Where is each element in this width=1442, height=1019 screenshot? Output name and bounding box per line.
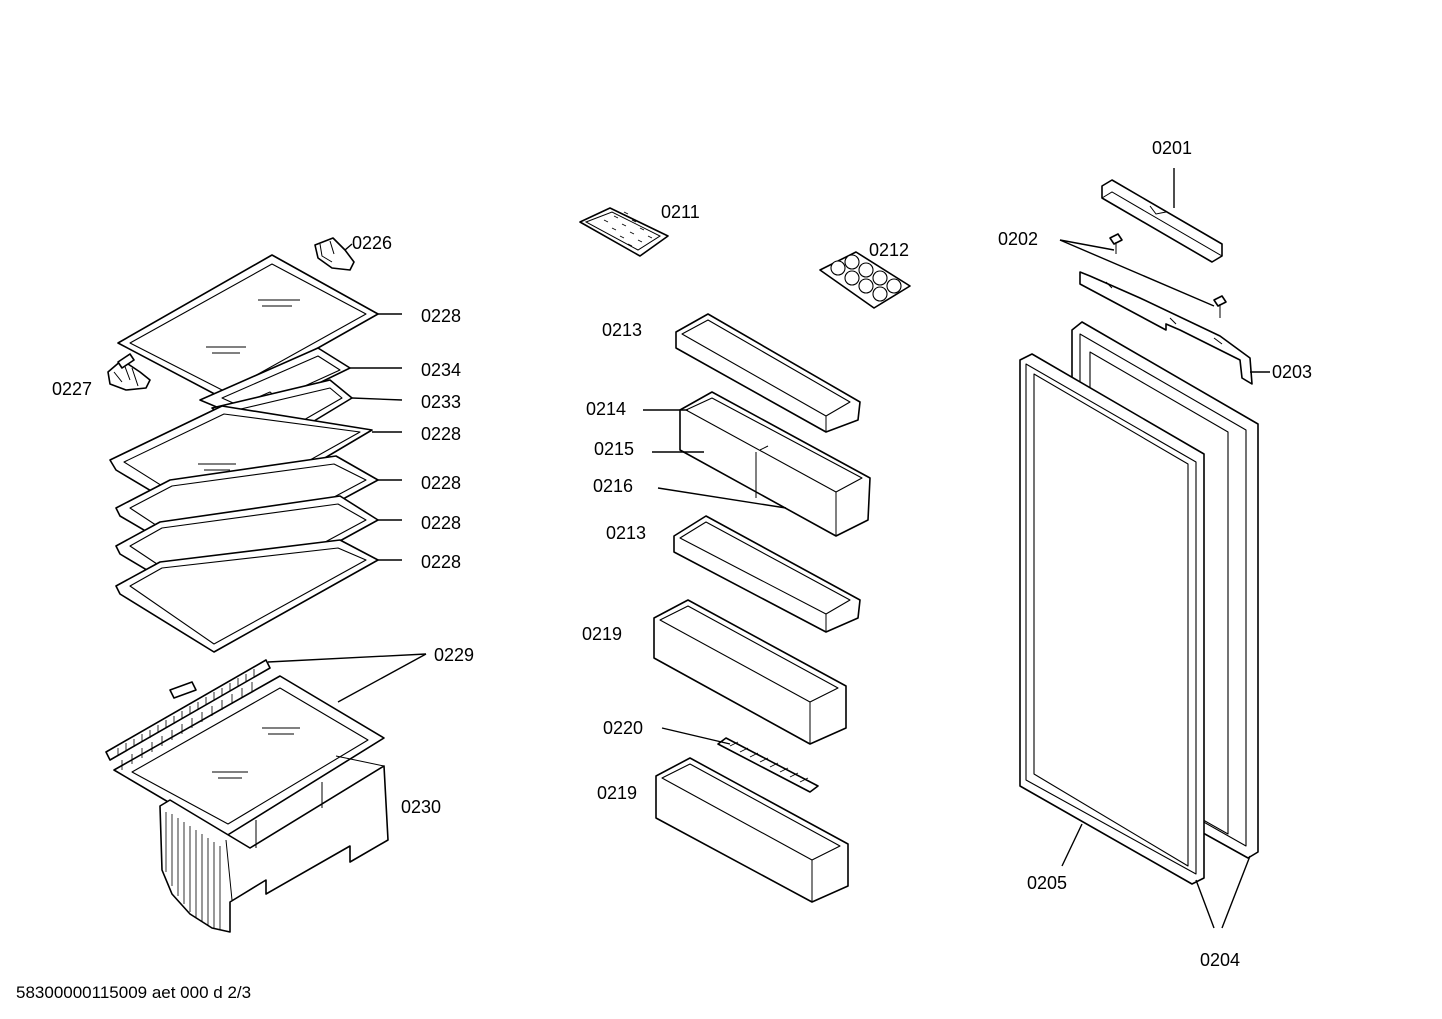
label-0234: 0234	[421, 360, 461, 380]
label-0214: 0214	[586, 399, 626, 419]
label-0220: 0220	[603, 718, 643, 738]
bottle-shelf-0219-lower	[655, 757, 849, 903]
label-0215: 0215	[594, 439, 634, 459]
label-0229: 0229	[434, 645, 474, 665]
label-0228-e: 0228	[421, 552, 461, 572]
hinge-bracket-0203	[1079, 271, 1253, 385]
bottle-divider-0220	[717, 737, 819, 793]
shelf-clip-0226	[314, 237, 355, 271]
label-0228-a: 0228	[421, 306, 461, 326]
label-0226: 0226	[352, 233, 392, 253]
door-shelf-0213-lower	[673, 515, 861, 633]
footer-document-id: 58300000115009 aet 000 d 2/3	[16, 983, 251, 1002]
label-0230: 0230	[401, 797, 441, 817]
label-0201: 0201	[1152, 138, 1192, 158]
label-0228-c: 0228	[421, 473, 461, 493]
label-0212: 0212	[869, 240, 909, 260]
label-0205: 0205	[1027, 873, 1067, 893]
label-0203: 0203	[1272, 362, 1312, 382]
door-shelf-0213-top	[675, 313, 861, 433]
label-0228-b: 0228	[421, 424, 461, 444]
label-0219-lower: 0219	[597, 783, 637, 803]
screw-0202-a	[1109, 233, 1123, 254]
shelf-clip-0227	[107, 353, 151, 391]
handle-0201	[1101, 179, 1223, 263]
door-gasket-0205	[1019, 353, 1205, 885]
label-0227: 0227	[52, 379, 92, 399]
crisper-group	[105, 653, 427, 933]
label-0204: 0204	[1200, 950, 1240, 970]
left-shelves-group	[107, 237, 403, 653]
door-group	[1019, 168, 1270, 929]
part-labels: 0201 0202 0203 0204 0205 0211 0212 0213 …	[52, 138, 1312, 970]
label-0228-d: 0228	[421, 513, 461, 533]
ice-tray-0211	[579, 207, 669, 257]
label-0233: 0233	[421, 392, 461, 412]
label-0213-lower: 0213	[606, 523, 646, 543]
glass-shelf-5	[115, 539, 379, 653]
label-0211: 0211	[661, 202, 700, 222]
bottle-shelf-0219-upper	[653, 599, 847, 745]
label-0213-top: 0213	[602, 320, 642, 340]
label-0219-upper: 0219	[582, 624, 622, 644]
covered-box-0214	[679, 391, 871, 537]
label-0216: 0216	[593, 476, 633, 496]
egg-tray-0212	[819, 251, 911, 309]
label-0202: 0202	[998, 229, 1038, 249]
crisper-box-0230	[159, 755, 389, 933]
vent-strip-0229	[105, 659, 271, 761]
screw-0202-b	[1213, 295, 1227, 318]
middle-column-group	[579, 207, 911, 903]
glass-shelf-top	[117, 254, 379, 401]
